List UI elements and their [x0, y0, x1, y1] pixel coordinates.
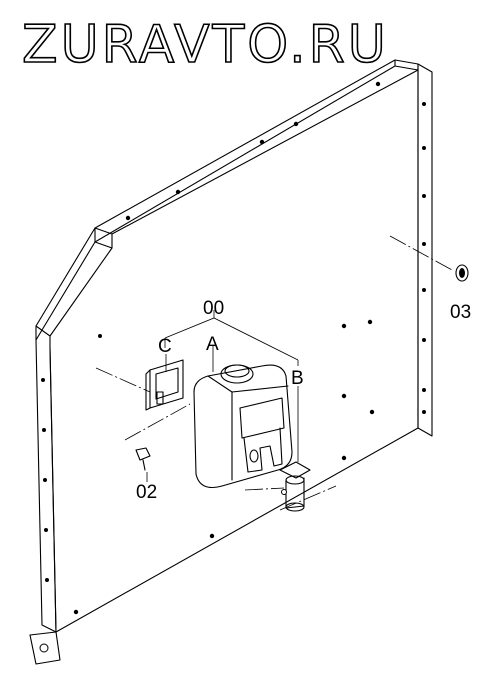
grommet-03 [455, 264, 469, 282]
bracket-c [145, 359, 184, 411]
callout-b: B [291, 368, 304, 389]
callout-a: A [206, 334, 219, 355]
bracket-b [279, 461, 311, 512]
callout-02: 02 [136, 482, 157, 503]
callout-03: 03 [450, 302, 471, 323]
center-lines [95, 235, 453, 511]
bolt-02 [135, 447, 151, 471]
mounting-panel [29, 59, 433, 665]
leader-lines [146, 310, 299, 482]
callout-c: C [158, 336, 172, 357]
panel-holes [41, 81, 426, 615]
washer-tank [193, 364, 293, 489]
callout-00: 00 [203, 298, 224, 319]
watermark-text: ZURAVTO.RU [22, 15, 389, 75]
